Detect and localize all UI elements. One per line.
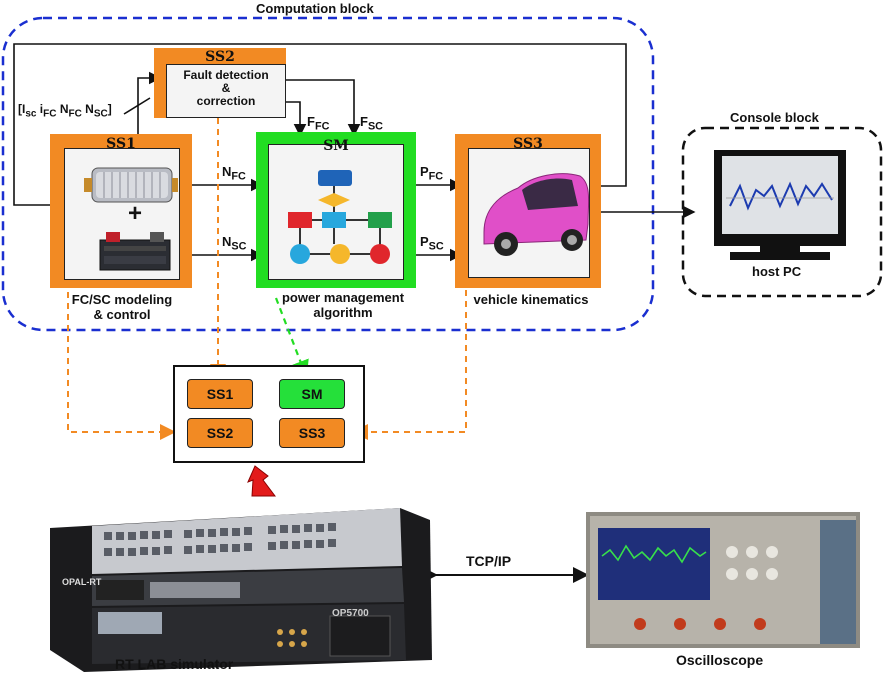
rtlab-simulator-icon xyxy=(50,508,432,672)
fb-n2: N xyxy=(81,102,94,116)
pfc-p: P xyxy=(420,164,429,179)
plus-sign: + xyxy=(128,200,143,227)
nfc-n: N xyxy=(222,164,232,179)
sm-title: SM xyxy=(323,138,349,154)
fsc-line xyxy=(286,79,361,137)
target-ss1-button[interactable]: SS1 xyxy=(187,379,253,409)
ss3-title: SS3 xyxy=(513,136,543,152)
ss2-cube: Fault detection & correction xyxy=(166,64,286,118)
ss1-caption: FC/SC modeling & control xyxy=(56,292,188,322)
sm-cube xyxy=(268,144,404,280)
nsc-label: NSC xyxy=(222,234,246,253)
fb-close: ] xyxy=(107,102,112,116)
ss1-caption-line1: FC/SC modeling xyxy=(71,292,173,307)
monitor-icon xyxy=(714,150,846,260)
feedback-signals-label: [Isc iFC NFC NSC] xyxy=(18,102,112,119)
ss2-line1: Fault detection xyxy=(183,68,269,82)
fb-i: i xyxy=(36,102,44,116)
target-ss3-button[interactable]: SS3 xyxy=(279,418,345,448)
computation-block-title: Computation block xyxy=(256,1,374,16)
target-sm-button[interactable]: SM xyxy=(279,379,345,409)
fsc-label: FSC xyxy=(360,114,383,133)
fb-sub-fc2: FC xyxy=(68,108,82,120)
fb-n1: N xyxy=(56,102,69,116)
opal-rt-logo: OPAL-RT xyxy=(62,577,102,587)
console-block-border xyxy=(681,126,883,298)
fb-sub-fc: FC xyxy=(43,108,57,120)
oscilloscope-icon xyxy=(586,512,860,648)
fb-sub-sc: sc xyxy=(25,108,37,120)
sm-caption-line1: power management xyxy=(281,290,405,305)
red-arrow-icon xyxy=(247,465,276,497)
ffc-f: F xyxy=(307,114,315,129)
ss1-title: SS1 xyxy=(106,136,136,152)
ss2-line2: & xyxy=(221,81,231,95)
sm-caption-line2: algorithm xyxy=(313,305,373,320)
tcpip-label: TCP/IP xyxy=(466,553,512,569)
psc-sub: SC xyxy=(428,240,444,253)
pfc-label: PFC xyxy=(420,164,443,183)
fsc-f: F xyxy=(360,114,368,129)
rtlab-label: RT LAB simulator xyxy=(115,656,234,672)
bus-slash xyxy=(123,97,151,115)
ss3-caption: vehicle kinematics xyxy=(473,292,589,307)
fsc-sub: SC xyxy=(367,120,383,133)
ss1-cube xyxy=(64,148,180,280)
ss1-caption-line2: & control xyxy=(93,307,151,322)
sm-caption: power management algorithm xyxy=(268,290,418,320)
console-block-title: Console block xyxy=(730,110,819,125)
ss2-title: SS2 xyxy=(205,49,235,65)
fb-open: [I xyxy=(18,102,26,116)
ffc-sub: FC xyxy=(314,120,330,133)
ss2-line3: correction xyxy=(196,94,256,108)
oscilloscope-label: Oscilloscope xyxy=(676,652,764,668)
sm-deploy-line xyxy=(274,297,309,379)
psc-p: P xyxy=(420,234,429,249)
ffc-label: FFC xyxy=(307,114,329,133)
fb-sub-sc2: SC xyxy=(93,108,108,120)
ss3-deploy-line xyxy=(352,290,467,440)
target-ss2-button[interactable]: SS2 xyxy=(187,418,253,448)
psc-label: PSC xyxy=(420,234,444,253)
op5700-logo: OP5700 xyxy=(332,608,369,619)
host-pc-label: host PC xyxy=(752,264,802,279)
ss1-deploy-line xyxy=(67,292,176,440)
ffc-line xyxy=(286,101,307,137)
nfc-label: NFC xyxy=(222,164,246,183)
computation-block-border xyxy=(1,16,655,332)
ss3-cube xyxy=(468,148,590,278)
pfc-sub: FC xyxy=(428,170,444,183)
feedback-line xyxy=(13,43,627,212)
nfc-sub: FC xyxy=(231,170,246,183)
nsc-n: N xyxy=(222,234,232,249)
ss1-to-ss2-line xyxy=(137,71,162,140)
nsc-sub: SC xyxy=(231,240,247,253)
